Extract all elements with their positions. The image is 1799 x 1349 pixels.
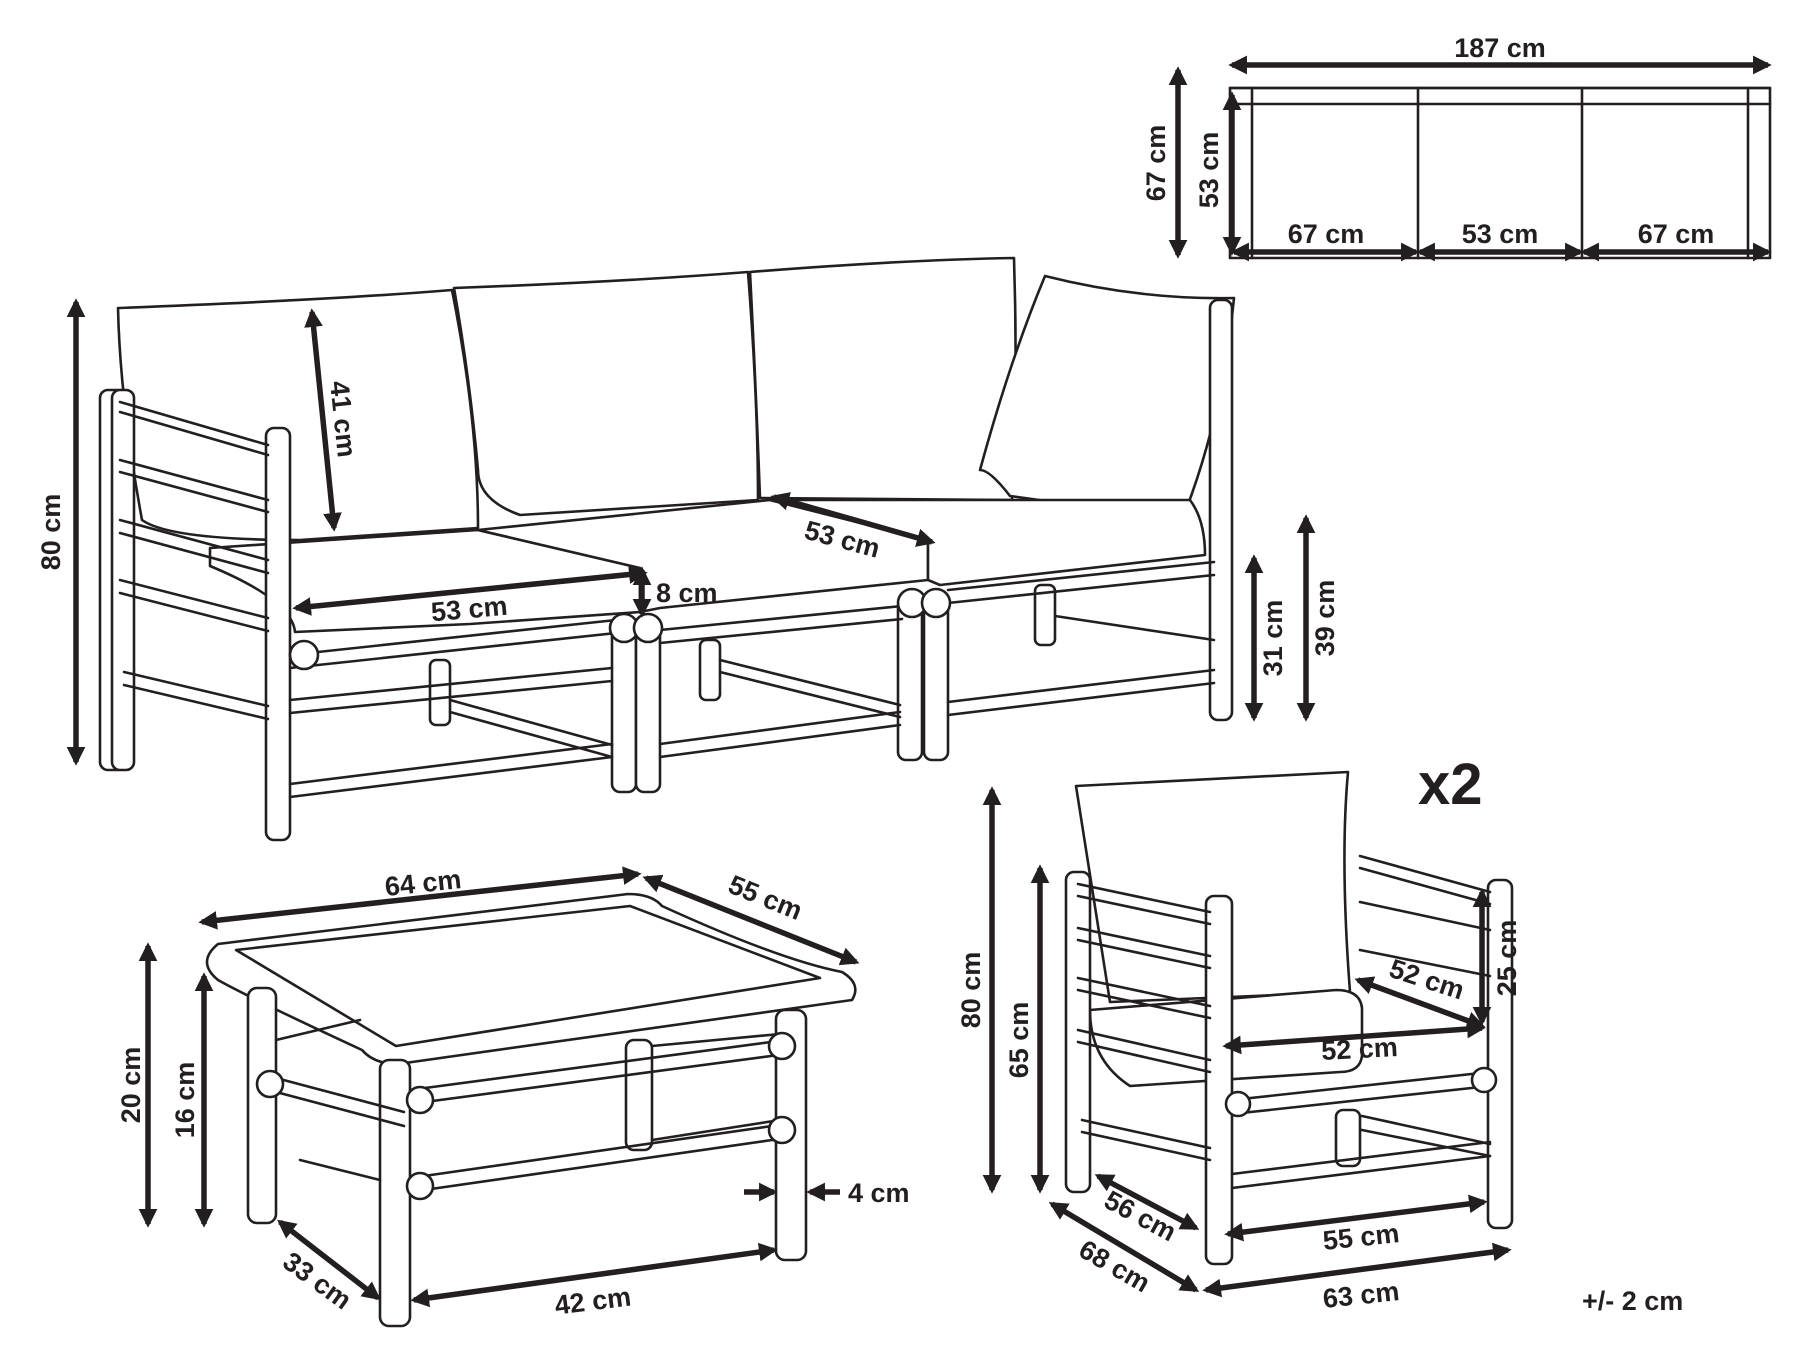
chair-inner-width-label: 55 cm (1321, 1218, 1400, 1256)
chair-width-arrow (1202, 1242, 1512, 1298)
table-width-label: 55 cm (724, 869, 806, 925)
sofa-right-module-label: 67 cm (1638, 219, 1715, 249)
table-inner-height-label: 16 cm (170, 1062, 200, 1139)
sofa-cushion-label: 8 cm (656, 578, 718, 608)
armchair-drawing: x2 80 cm 65 cm 25 cm 52 cm 52 (956, 752, 1522, 1314)
sofa-drawing: 80 cm 41 cm 53 cm 53 cm 8 cm 31 cm 39 cm (36, 256, 1340, 842)
table-base-length-arrow (410, 1242, 778, 1308)
chair-quantity-label: x2 (1418, 752, 1483, 817)
sofa-depth-label: 67 cm (1141, 125, 1171, 202)
chair-back-label: 25 cm (1492, 920, 1522, 997)
sofa-top-view: 187 cm 67 cm 53 cm 67 cm 53 cm 67 cm (1141, 33, 1772, 262)
sofa-seat-width-arrow (292, 565, 648, 616)
sofa-arm-height-label: 39 cm (1310, 580, 1340, 657)
sofa-seat-width-label: 53 cm (430, 591, 509, 628)
table-width-arrow (642, 874, 860, 966)
chair-seat-width-label: 52 cm (1321, 1032, 1399, 1066)
sofa-middle-module-label: 53 cm (1462, 219, 1539, 249)
chair-depth-arrow (1048, 1201, 1200, 1293)
chair-seat-depth-arrow (1354, 976, 1486, 1030)
sofa-height-label: 80 cm (36, 494, 66, 571)
table-base-depth-label: 33 cm (278, 1246, 358, 1315)
table-base-depth-arrow (277, 1219, 381, 1301)
chair-inner-width-arrow (1224, 1194, 1488, 1242)
table-leg-label: 4 cm (848, 1178, 910, 1208)
coffee-table-drawing: 64 cm 55 cm 20 cm 16 cm 4 cm 33 cm 42 cm (116, 864, 910, 1328)
sofa-left-module-label: 67 cm (1288, 219, 1365, 249)
chair-width-label: 63 cm (1321, 1276, 1400, 1314)
sofa-back-arrow (304, 308, 342, 532)
sofa-seat-depth-label: 53 cm (1194, 132, 1224, 209)
sofa-seat-height-label: 31 cm (1258, 600, 1288, 677)
chair-seat-width-arrow (1222, 1019, 1486, 1055)
table-base-length-label: 42 cm (553, 1282, 633, 1321)
table-length-arrow (198, 866, 642, 930)
tolerance-label: +/- 2 cm (1582, 1286, 1683, 1316)
table-height-label: 20 cm (116, 1047, 146, 1124)
sofa-total-width-label: 187 cm (1454, 33, 1546, 63)
chair-height-label: 80 cm (956, 952, 986, 1029)
chair-arm-height-label: 65 cm (1004, 1002, 1034, 1079)
sofa-seat-depth-arrow (770, 492, 936, 547)
